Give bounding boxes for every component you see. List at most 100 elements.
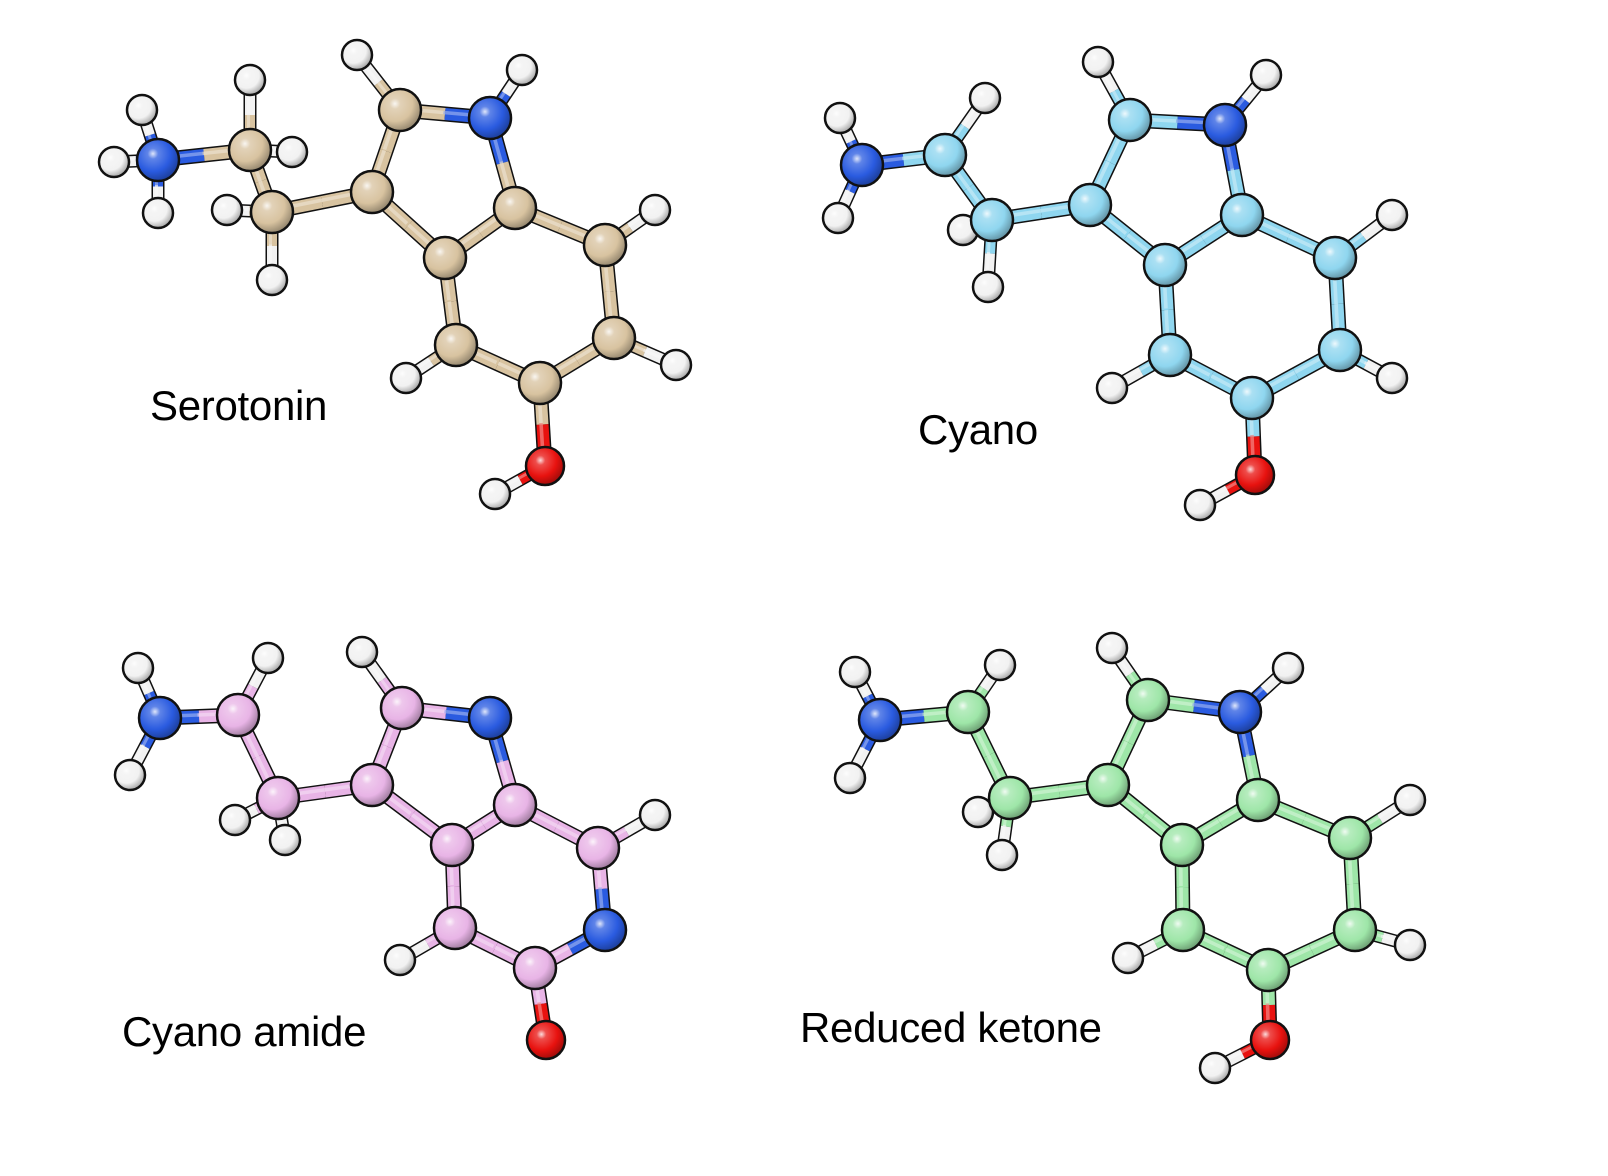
carbon-atom [349,169,395,215]
molecule-reduced-ketone [833,631,1427,1085]
carbon-atom [1317,327,1363,373]
carbon-atom [1067,182,1113,228]
carbon-atom [432,905,478,951]
hydrogen-atom [968,81,1002,115]
label-cyano: Cyano [918,406,1038,453]
hydrogen-atom [275,135,309,169]
carbon-atom [591,315,637,361]
hydrogen-atom [210,193,244,227]
label-cyano-amide: Cyano amide [122,1008,367,1055]
hydrogen-atom [1111,941,1145,975]
hydrogen-atom [255,263,289,297]
carbon-atom [349,762,395,808]
hydrogen-atom [121,651,155,685]
hydrogen-atom [983,648,1017,682]
hydrogen-atom [478,477,512,511]
nitrogen-atom [839,142,885,188]
carbon-atom [377,87,423,133]
carbon-atom [492,185,538,231]
hydrogen-atom [1183,488,1217,522]
carbon-atom [379,685,425,731]
hydrogen-atom [659,348,693,382]
carbon-atom [1245,947,1291,993]
carbon-atom [433,322,479,368]
molecule-serotonin [97,38,693,511]
carbon-atom [1147,332,1193,378]
carbon-atom [945,689,991,735]
hydrogen-atom [383,943,417,977]
label-serotonin: Serotonin [150,382,328,429]
hydrogen-atom [833,761,867,795]
carbon-atom [1107,97,1153,143]
carbon-atom [582,222,628,268]
hydrogen-atom [141,196,175,230]
carbon-atom [1160,907,1206,953]
hydrogen-atom [113,758,147,792]
hydrogen-atom [1095,631,1129,665]
carbon-atom [1142,242,1188,288]
oxygen-atom [524,445,566,487]
carbon-atom [1159,822,1205,868]
oxygen-atom [1249,1019,1291,1061]
hydrogen-atom [985,838,1019,872]
carbon-atom [1085,762,1131,808]
hydrogen-atom [1095,371,1129,405]
carbon-atom [429,822,475,868]
hydrogen-atom [838,655,872,689]
hydrogen-atom [638,193,672,227]
carbon-atom [422,235,468,281]
hydrogen-atom [1249,58,1283,92]
nitrogen-atom [857,697,903,743]
nitrogen-atom [582,907,628,953]
hydrogen-atom [340,38,374,72]
hydrogen-atom [1271,651,1305,685]
nitrogen-atom [1202,102,1248,148]
hydrogen-atom [1393,928,1427,962]
label-reduced-ketone: Reduced ketone [800,1004,1102,1051]
nitrogen-atom [467,95,513,141]
carbon-atom [1332,907,1378,953]
carbon-atom [517,360,563,406]
carbon-atom [1327,815,1373,861]
carbon-atom [922,132,968,178]
hydrogen-atom [971,270,1005,304]
carbon-atom [1229,375,1275,421]
hydrogen-atom [1375,361,1409,395]
nitrogen-atom [135,137,181,183]
carbon-atom [987,775,1033,821]
hydrogen-atom [1198,1051,1232,1085]
hydrogen-atom [251,641,285,675]
hydrogen-atom [638,798,672,832]
hydrogen-atom [389,361,423,395]
hydrogen-atom [821,201,855,235]
hydrogen-atom [233,63,267,97]
hydrogen-atom [505,53,539,87]
hydrogen-atom [268,823,302,857]
carbon-atom [255,775,301,821]
carbon-atom [1219,192,1265,238]
carbon-atom [492,782,538,828]
oxygen-atom [1234,454,1276,496]
carbon-atom [575,825,621,871]
hydrogen-atom [1393,783,1427,817]
oxygen-atom [525,1019,567,1061]
nitrogen-atom [137,695,183,741]
hydrogen-atom [1081,45,1115,79]
hydrogen-atom [1375,198,1409,232]
carbon-atom [215,692,261,738]
hydrogen-atom [218,803,252,837]
carbon-atom [512,945,558,991]
hydrogen-atom [345,635,379,669]
carbon-atom [1235,777,1281,823]
hydrogen-atom [97,145,131,179]
carbon-atom [249,189,295,235]
nitrogen-atom [467,695,513,741]
nitrogen-atom [1217,689,1263,735]
hydrogen-atom [125,93,159,127]
carbon-atom [1312,235,1358,281]
carbon-atom [969,197,1015,243]
molecule-cyano [821,45,1409,522]
carbon-atom [1125,677,1171,723]
